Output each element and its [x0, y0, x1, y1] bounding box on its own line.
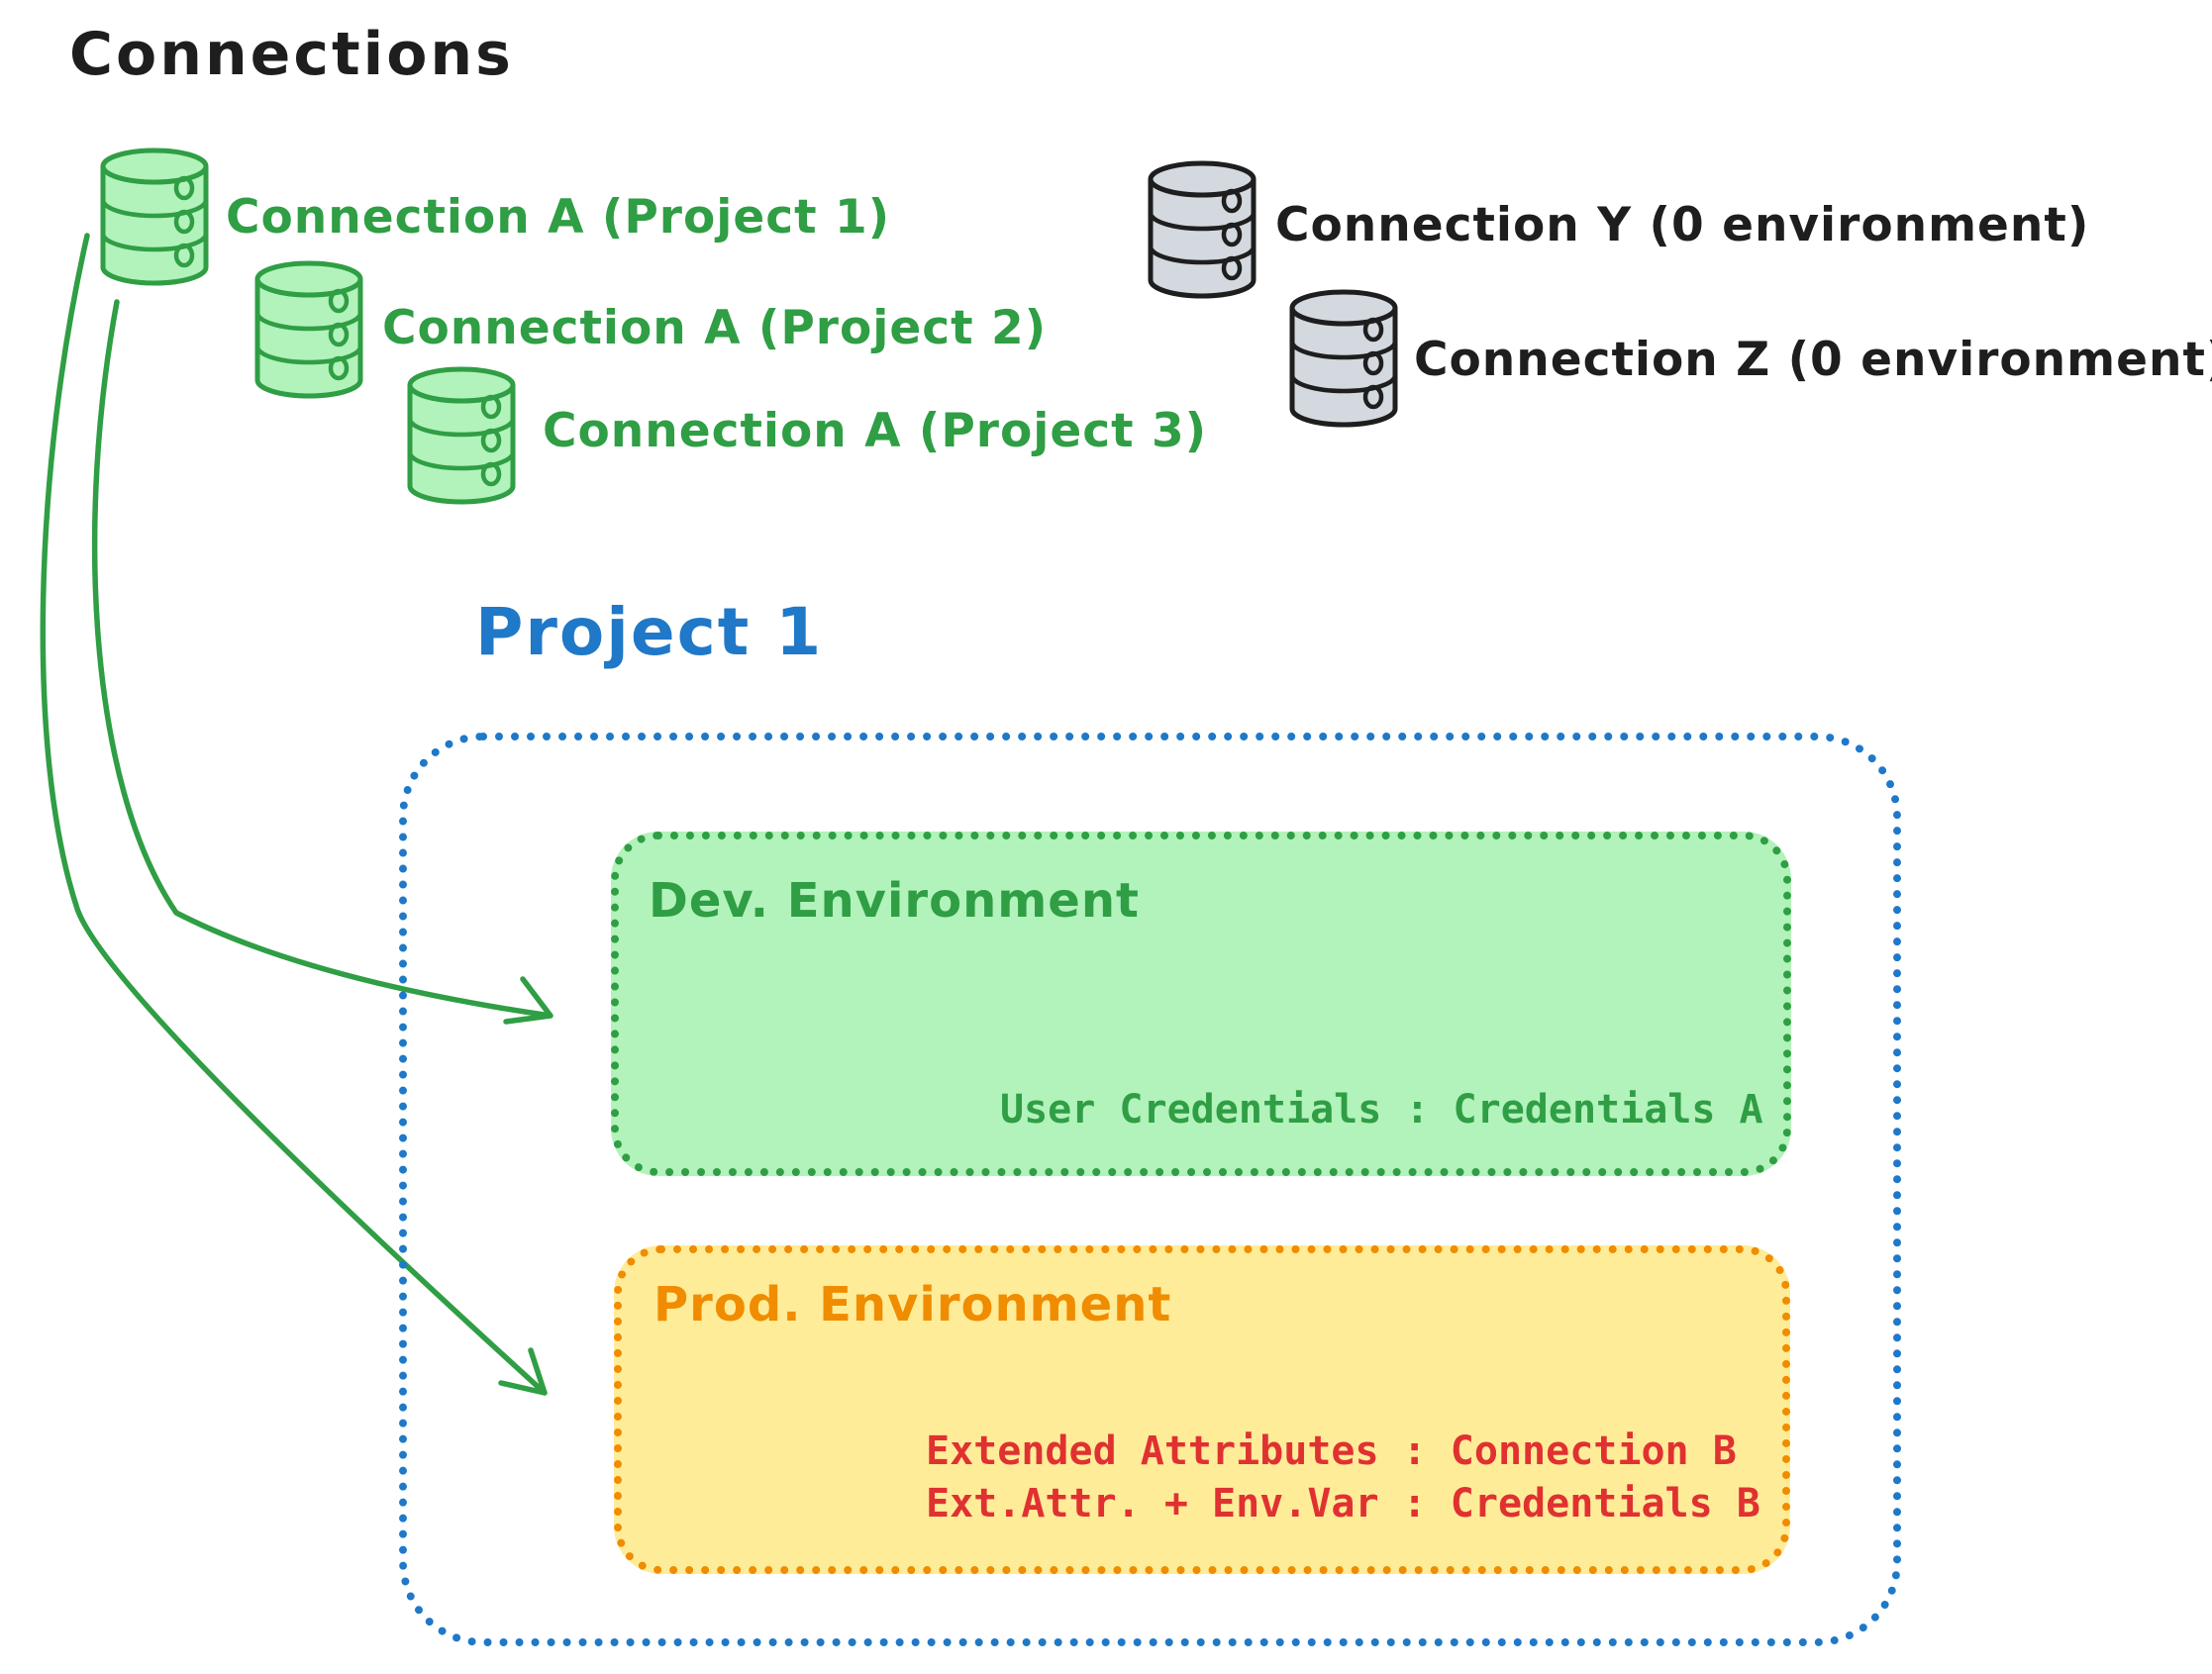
database-icon — [404, 363, 519, 508]
prod-credentials-line2: Ext.Attr. + Env.Var : Credentials B — [926, 1481, 1760, 1526]
prod-environment-box — [614, 1245, 1790, 1574]
connection-label: Connection A (Project 1) — [226, 190, 891, 245]
connection-label: Connection A (Project 2) — [382, 301, 1048, 355]
dev-environment-credentials: User Credentials : Credentials A — [1000, 1087, 1763, 1132]
database-icon — [1145, 157, 1259, 302]
project-title: Project 1 — [475, 594, 824, 670]
dev-environment-title: Dev. Environment — [649, 873, 1140, 929]
database-icon — [97, 145, 212, 289]
connection-label: Connection A (Project 3) — [543, 404, 1208, 458]
prod-environment-title: Prod. Environment — [654, 1277, 1172, 1332]
project-container — [399, 733, 1901, 1646]
prod-credentials-line1: Extended Attributes : Connection B — [926, 1428, 1737, 1474]
dev-environment-box — [611, 832, 1791, 1176]
connection-label: Connection Z (0 environment) — [1414, 333, 2212, 387]
connection-label: Connection Y (0 environment) — [1275, 198, 2090, 252]
database-icon — [1286, 286, 1401, 431]
prod-environment-credentials: Extended Attributes : Connection B Ext.A… — [926, 1426, 1760, 1530]
page-title: Connections — [69, 20, 514, 89]
database-icon — [251, 257, 366, 402]
